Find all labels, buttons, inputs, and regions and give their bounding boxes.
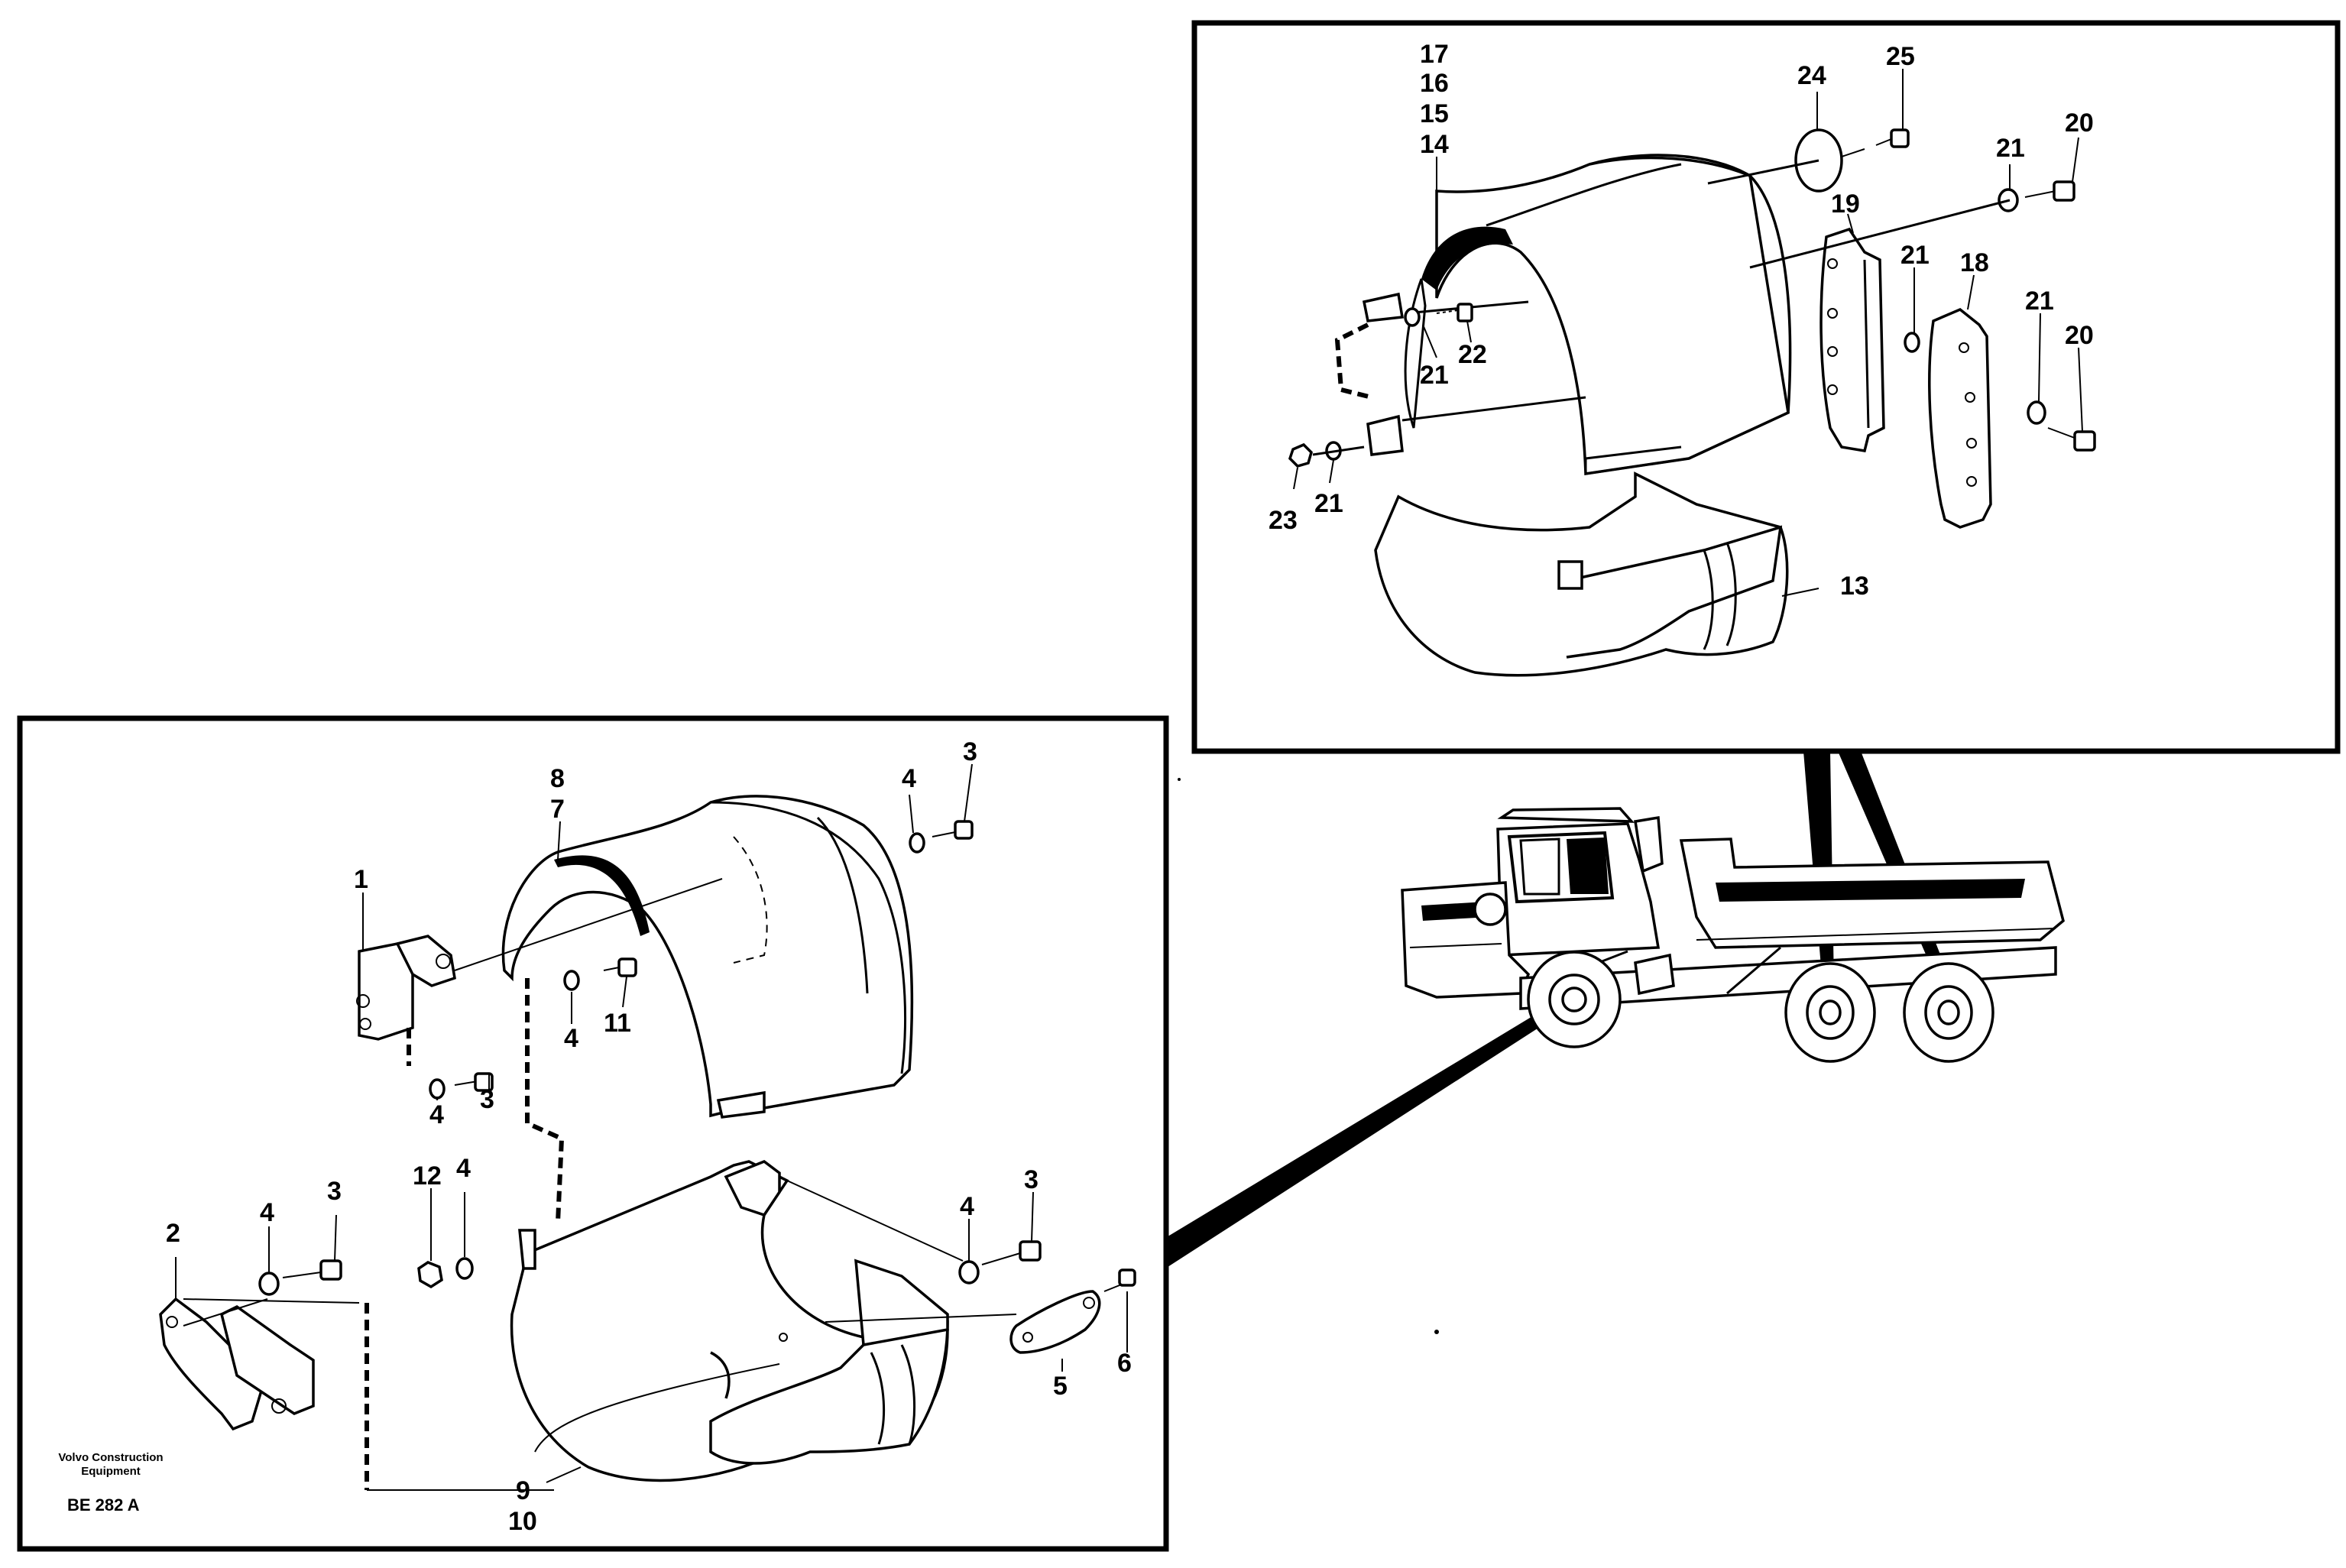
callout-6: 6 [1117,1349,1132,1378]
callout-16: 16 [1420,69,1449,98]
callout-4-left: 4 [429,1100,444,1129]
callout-23: 23 [1269,506,1298,535]
front-fasteners [258,820,1136,1296]
callout-11: 11 [604,1009,631,1038]
rear-fender-detail-panel: 17 16 15 14 24 25 21 20 19 21 18 21 20 2… [1191,20,2341,754]
nut-22 [1457,303,1473,322]
rear-fender-shell [1404,154,1792,476]
callout-17: 17 [1420,40,1449,69]
scan-speck [1434,1330,1439,1334]
callout-20-bottom: 20 [2065,321,2094,350]
rear-wheel [1903,962,1994,1063]
front-detail-frame [17,715,1169,1552]
callout-21-left: 21 [1420,361,1449,390]
callout-12: 12 [413,1161,442,1191]
callout-15: 15 [1420,99,1449,128]
front-lower-fender [510,1160,949,1482]
front-wheel [1527,951,1622,1048]
callout-14: 14 [1420,130,1449,159]
washer-21-mid [1904,332,1920,353]
callout-4-bracket: 4 [260,1198,274,1227]
callout-21-right: 21 [2025,287,2054,316]
callout-10: 10 [508,1507,537,1536]
bolt-20-top [2024,180,2075,202]
bolt-20-bottom [2047,427,2096,452]
rear-mudflap-18 [1928,307,1992,529]
callout-3-left: 3 [480,1085,494,1114]
brand-company-line2: Equipment [81,1465,141,1478]
bracket-2 [159,1297,315,1431]
callout-4-center: 4 [456,1154,471,1183]
pointer-to-front-wheel [1165,993,1574,1268]
callout-4-top: 4 [902,764,916,793]
callout-24: 24 [1797,61,1826,90]
callout-8: 8 [550,764,565,793]
callout-18: 18 [1960,248,1989,277]
callout-13: 13 [1840,572,1869,601]
front-part-labels: 8 7 4 3 1 4 11 4 3 12 4 4 3 2 4 3 5 6 9 … [166,737,1132,1536]
front-fender-detail-panel: 8 7 4 3 1 4 11 4 3 12 4 4 3 2 4 3 5 6 9 … [17,715,1169,1552]
callout-1: 1 [354,865,368,894]
callout-19: 19 [1831,190,1860,219]
callout-9: 9 [516,1476,530,1505]
rear-mudflap-19 [1819,227,1885,452]
articulated-hauler-overview [1165,751,2065,1268]
callout-25: 25 [1886,42,1915,71]
rear-brackets [1334,292,1586,456]
front-assembly-paths [183,878,1017,1491]
callout-21-mid: 21 [1900,241,1930,270]
bolt-25 [1875,128,1910,148]
washer-21-left [1404,307,1421,327]
rear-lower-fender [1374,471,1789,677]
middle-wheel [1784,962,1876,1063]
front-leader-lines [175,763,1128,1483]
callout-21-top: 21 [1996,134,2025,163]
rear-part-labels: 17 16 15 14 24 25 21 20 19 21 18 21 20 2… [1269,40,2094,601]
washer-21-bottom [2027,400,2046,425]
brand-company: Volvo Construction [58,1451,163,1464]
callout-4-mid: 4 [564,1024,578,1053]
callout-20-top: 20 [2065,109,2094,138]
mounting-plate-5 [1009,1290,1101,1354]
callout-2: 2 [166,1219,180,1248]
scan-speck [1178,778,1181,781]
callout-21-lower: 21 [1314,489,1343,518]
callout-3-bracket: 3 [327,1177,342,1206]
callout-7: 7 [550,795,565,824]
brand-block: Volvo Construction Equipment BE 282 A [58,1451,163,1515]
callout-22: 22 [1458,340,1487,369]
callout-3-right: 3 [1024,1165,1039,1194]
callout-5: 5 [1053,1372,1068,1401]
front-upper-fender [501,795,914,1119]
rear-leader-lines [1293,69,2083,597]
callout-4-right: 4 [960,1192,974,1221]
rear-fasteners [1288,128,2096,468]
callout-3-top: 3 [963,737,977,766]
rear-detail-frame [1191,20,2341,754]
nut-23 [1288,442,1313,468]
figure-code: BE 282 A [67,1495,140,1515]
bracket-1 [356,935,456,1041]
